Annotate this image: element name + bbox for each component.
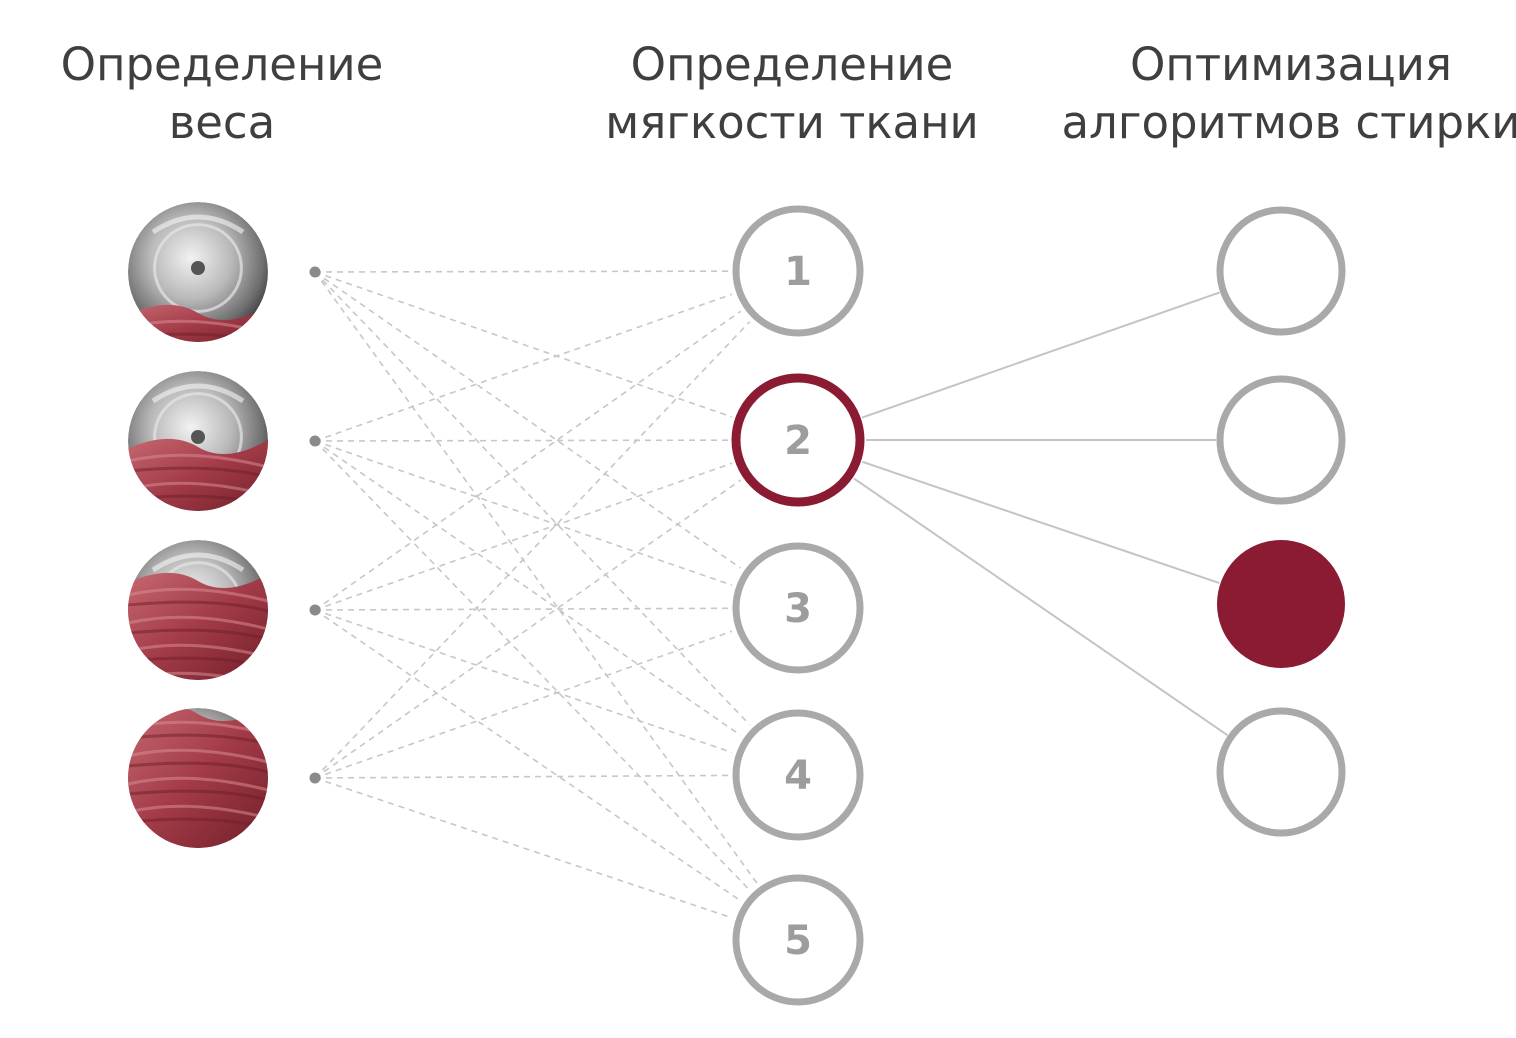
weight-to-softness-connections [314, 270, 758, 919]
softness-label-4: 4 [784, 753, 812, 799]
softness-nodes: 1 2 3 4 5 [731, 205, 865, 1006]
dashed-connection-1-2 [314, 271, 733, 418]
optimization-nodes [1216, 206, 1346, 837]
dashed-connection-1-1 [314, 270, 729, 273]
input-dot-3 [309, 604, 321, 616]
dashed-connection-2-5 [314, 440, 750, 891]
dashed-connection-2-1 [314, 293, 733, 442]
softness-node-3: 3 [732, 542, 864, 674]
dashed-connection-4-1 [314, 321, 751, 779]
softness-label-2: 2 [784, 418, 812, 464]
dashed-connection-4-3 [314, 630, 733, 779]
dashed-connection-2-4 [314, 440, 741, 736]
dashed-connection-3-4 [314, 609, 733, 754]
softness-ring-3 [732, 542, 864, 674]
softness-ring-4 [732, 709, 864, 841]
dashed-connection-1-5 [314, 271, 758, 884]
softness-node-4: 4 [732, 709, 864, 841]
dashed-connection-3-1 [314, 310, 742, 611]
solid-connection-3 [862, 460, 1220, 585]
title-optimization-line-1: Оптимизация [1130, 38, 1452, 91]
softness-label-5: 5 [784, 918, 812, 964]
dashed-connection-2-3 [314, 440, 733, 586]
title-weight-detection: Определение веса [61, 36, 384, 152]
dashed-connection-4-2 [314, 479, 742, 779]
optimization-node-4 [1216, 707, 1346, 837]
softness-to-optimization-connections [853, 291, 1229, 737]
optimization-node-2 [1216, 375, 1346, 505]
softness-ring-1 [732, 205, 864, 337]
input-dot-4 [309, 772, 321, 784]
solid-connection-4 [853, 477, 1229, 737]
title-wash-optimization: Оптимизация алгоритмов стирки [1061, 36, 1516, 152]
softness-node-2: 2 [731, 373, 865, 507]
weight-level-4-image [128, 708, 268, 848]
softness-node-5: 5 [732, 874, 864, 1006]
weight-level-3-image [128, 540, 268, 680]
softness-label-3: 3 [784, 586, 812, 632]
weight-level-images [128, 202, 268, 848]
title-softness-line-1: Определение [630, 38, 954, 91]
title-optimization-line-2: алгоритмов стирки [1061, 96, 1516, 149]
weight-level-1-image [128, 202, 268, 342]
solid-connection-1 [861, 291, 1220, 419]
weight-level-2-image [128, 371, 268, 511]
title-weight-line-2: веса [168, 96, 276, 149]
dashed-connection-4-5 [314, 777, 732, 919]
dashed-connection-2-2 [314, 439, 729, 442]
softness-node-1: 1 [732, 205, 864, 337]
softness-ring-5 [732, 874, 864, 1006]
title-weight-line-1: Определение [60, 38, 384, 91]
dashed-connection-4-4 [314, 774, 729, 779]
softness-ring-2 [731, 373, 865, 507]
input-dot-2 [309, 435, 321, 447]
optimization-node-selected [1217, 540, 1345, 668]
weight-input-dots [309, 266, 321, 784]
dashed-connection-3-2 [314, 462, 733, 611]
optimization-node-1 [1216, 206, 1346, 336]
input-dot-1 [309, 266, 321, 278]
dashed-connection-1-4 [314, 271, 751, 726]
dashed-connection-3-5 [314, 609, 741, 902]
dashed-connection-3-3 [314, 607, 729, 611]
title-fabric-softness: Определение мягкости ткани [605, 36, 979, 152]
title-softness-line-2: мягкости ткани [605, 96, 979, 149]
dashed-connection-1-3 [314, 271, 741, 569]
softness-label-1: 1 [784, 249, 812, 295]
